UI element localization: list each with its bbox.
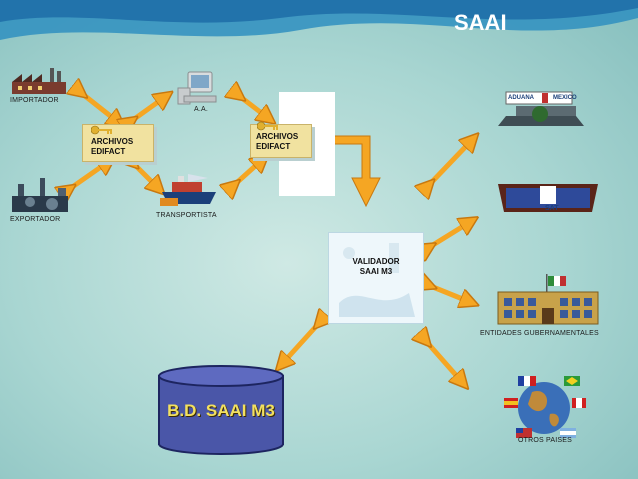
validador-box: VALIDADOR SAAI M3: [328, 232, 424, 324]
sat-building-icon: [498, 184, 598, 212]
key-icon: [91, 125, 112, 135]
arrow-to-validator: [313, 135, 381, 208]
label-otros: OTROS PAISES: [518, 437, 573, 444]
label-importador: IMPORTADOR: [10, 97, 59, 104]
arrow-sat: [428, 222, 470, 248]
arrow-database: [282, 322, 320, 364]
flag-icons: [504, 376, 586, 438]
database-label: B.D. SAAI M3: [167, 401, 275, 420]
archivos-left-line1: ARCHIVOS: [91, 137, 134, 146]
computer-icon: [177, 71, 217, 105]
arrow-entidades: [428, 285, 470, 302]
label-transportista: TRANSPORTISTA: [156, 212, 217, 219]
header-wave: [0, 0, 638, 40]
validador-line2: SAAI M3: [359, 267, 393, 276]
globe-flags-icon: [504, 376, 586, 438]
arrow-aa-left: [130, 97, 165, 122]
arrow-otros: [425, 340, 462, 382]
aduana-building-icon: [498, 91, 584, 126]
archivos-edifact-left: ARCHIVOS EDIFACT: [82, 124, 154, 162]
key-icon: [257, 121, 278, 131]
factory-icon: [12, 68, 66, 94]
label-entidades: ENTIDADES GUBERNAMENTALES: [480, 330, 599, 337]
archivos-right-line1: ARCHIVOS: [256, 132, 299, 141]
validador-line1: VALIDADOR: [352, 257, 400, 266]
industry-icon: [12, 178, 68, 212]
database-icon: [158, 365, 284, 455]
sat-sign: SAT: [545, 205, 559, 212]
arrow-importador: [80, 92, 118, 122]
arrow-aduana: [428, 140, 472, 186]
aduana-sign: ADUANA: [508, 95, 534, 101]
mexico-sign: MEXICO: [553, 95, 577, 101]
arrow-exportador: [68, 162, 108, 190]
arrow-aa-right: [238, 95, 268, 118]
port-map-icon: [339, 243, 415, 317]
archivos-left-line2: EDIFACT: [91, 147, 126, 156]
arrow-transportista-left: [132, 162, 158, 188]
label-aa: A.A.: [194, 106, 209, 113]
arrow-transportista-right: [233, 160, 262, 186]
archivos-right-line2: EDIFACT: [256, 142, 291, 151]
transport-icon: [160, 174, 216, 206]
archivos-edifact-right: ARCHIVOS EDIFACT: [250, 121, 312, 158]
slide-title: SAAI: [454, 10, 507, 35]
label-exportador: EXPORTADOR: [10, 216, 61, 223]
government-building-icon: [497, 274, 599, 325]
